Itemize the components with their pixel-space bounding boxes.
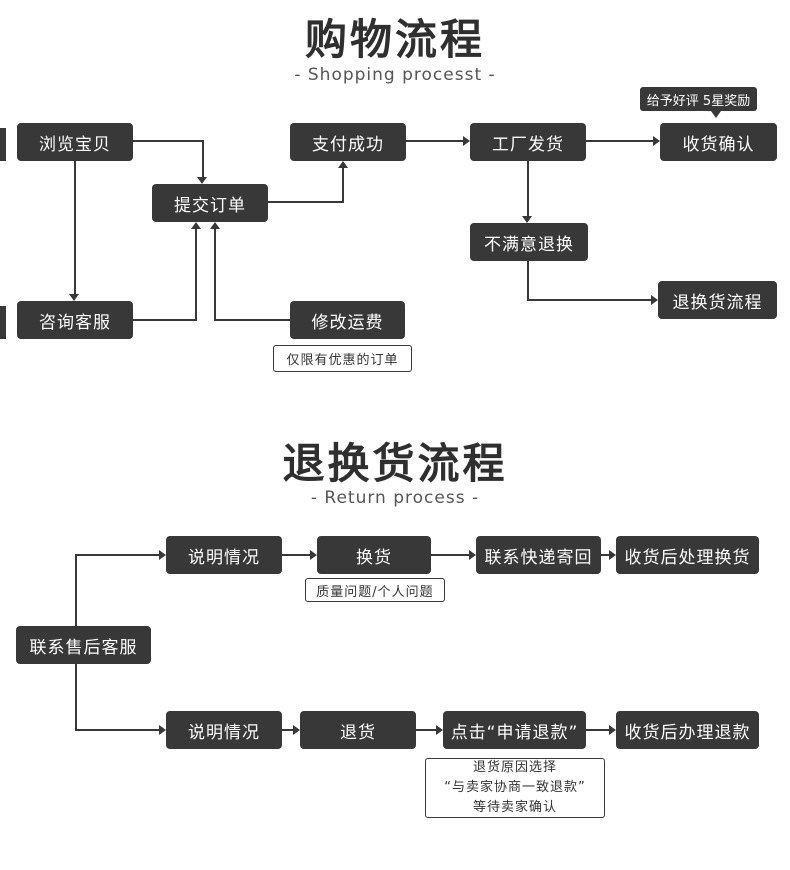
five-star-reward-badge: 给予好评 5星奖励 — [640, 87, 757, 111]
connector-submit-pay-v — [342, 168, 344, 203]
connector-apply-handle — [586, 729, 609, 731]
connector-contact-down-h — [75, 729, 159, 731]
arrowhead-into-explain-bottom — [159, 725, 166, 735]
connector-unsatisfied-return-h — [527, 299, 651, 301]
node-modify-freight: 修改运费 — [290, 301, 405, 339]
connector-refund-apply — [416, 729, 436, 731]
left-edge-mark — [0, 306, 6, 339]
arrowhead-into-unsatisfied — [522, 216, 532, 223]
connector-browse-consult — [74, 161, 76, 294]
connector-submit-pay-h — [268, 201, 344, 203]
arrowhead-into-confirm — [653, 136, 660, 146]
return-subtitle: - Return process - — [310, 488, 480, 508]
connector-explain-refund — [282, 729, 293, 731]
note-refund-reason-line2: “与卖家协商一致退款” — [444, 780, 586, 795]
node-apply-refund: 点击“申请退款” — [443, 711, 586, 749]
connector-contact-up-v — [75, 555, 77, 626]
node-return-flow: 退换货流程 — [658, 281, 777, 319]
shopping-title: 购物流程 — [304, 15, 485, 64]
node-refund-goods: 退货 — [300, 711, 416, 749]
node-courier-back: 联系快递寄回 — [476, 536, 601, 574]
connector-browse-submit-v — [202, 140, 204, 177]
note-refund-reason-line3: 等待卖家确认 — [472, 800, 557, 815]
note-discount-orders-only: 仅限有优惠的订单 — [273, 345, 412, 372]
connector-contact-down-v — [75, 664, 77, 731]
node-factory-ship: 工厂发货 — [470, 123, 586, 161]
note-refund-reason: 退货原因选择 “与卖家协商一致退款” 等待卖家确认 — [425, 758, 605, 818]
arrowhead-into-courier — [469, 550, 476, 560]
arrowhead-into-pay — [338, 161, 348, 168]
node-unsatisfied: 不满意退换 — [470, 223, 588, 261]
node-browse-items: 浏览宝贝 — [17, 123, 133, 161]
node-confirm-receipt: 收货确认 — [660, 123, 777, 161]
node-consult-service: 咨询客服 — [17, 301, 133, 339]
arrowhead-into-consult — [69, 294, 79, 301]
arrowhead-into-refund — [293, 725, 300, 735]
node-payment-success: 支付成功 — [290, 123, 406, 161]
return-title: 退换货流程 — [282, 439, 508, 488]
arrowhead-into-handle-exchange — [609, 550, 616, 560]
arrowhead-into-apply — [436, 725, 443, 735]
connector-modify-submit-h — [214, 319, 290, 321]
arrowhead-into-handle-refund — [609, 725, 616, 735]
note-refund-reason-line1: 退货原因选择 — [472, 760, 557, 775]
node-handle-refund: 收货后办理退款 — [616, 711, 759, 749]
connector-contact-up-h — [75, 554, 159, 556]
arrowhead-into-submit-bottom-right — [210, 222, 220, 229]
connector-explain-exchange — [282, 554, 310, 556]
arrowhead-into-return-flow — [651, 295, 658, 305]
connector-unsatisfied-return-v — [527, 261, 529, 301]
left-edge-mark — [0, 128, 6, 161]
arrowhead-into-ship — [463, 136, 470, 146]
note-quality-personal: 质量问题/个人问题 — [305, 578, 445, 602]
arrowhead-into-submit-bottom-left — [191, 222, 201, 229]
node-exchange: 换货 — [317, 536, 431, 574]
shopping-subtitle: - Shopping processt - — [294, 65, 496, 85]
node-explain-bottom: 说明情况 — [166, 711, 282, 749]
connector-browse-submit-h — [133, 140, 204, 142]
connector-modify-submit-v — [214, 229, 216, 321]
arrowhead-into-submit-top — [197, 177, 207, 184]
node-handle-exchange: 收货后处理换货 — [616, 536, 759, 574]
connector-ship-confirm — [586, 140, 653, 142]
connector-pay-ship — [406, 140, 463, 142]
badge-pointer-arrow — [711, 111, 721, 118]
arrowhead-into-explain-top — [159, 550, 166, 560]
connector-courier-handle — [601, 554, 609, 556]
connector-consult-submit-h — [133, 319, 197, 321]
connector-consult-submit-v — [195, 229, 197, 321]
arrowhead-into-exchange — [310, 550, 317, 560]
node-submit-order: 提交订单 — [152, 184, 268, 222]
connector-exchange-courier — [431, 554, 469, 556]
node-contact-aftersales: 联系售后客服 — [16, 626, 151, 664]
node-explain-top: 说明情况 — [166, 536, 282, 574]
connector-ship-unsatisfied — [527, 161, 529, 216]
